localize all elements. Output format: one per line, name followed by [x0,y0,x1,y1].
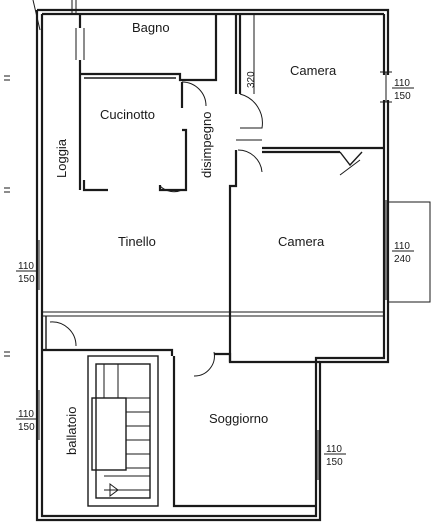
margin-ticks [4,75,10,357]
label-disimpegno: disimpegno [199,112,214,179]
label-loggia: Loggia [54,138,69,178]
label-cucinotto: Cucinotto [100,107,155,122]
label-ballatoio: ballatoio [64,407,79,455]
dim-ballatoio-h: 150 [18,422,35,433]
dimension-labels: 320 110 150 110 240 110 150 110 150 110 … [16,13,414,468]
room-labels: Bagno Camera Cucinotto disimpegno Loggia… [54,20,337,455]
label-camera-mid: Camera [278,234,325,249]
label-tinello: Tinello [118,234,156,249]
staircase [87,355,159,507]
dim-camera-mid-w: 110 [394,241,410,252]
dim-ballatoio-w: 110 [18,409,34,420]
label-bagno: Bagno [132,20,170,35]
dim-tinello-h: 150 [18,274,35,285]
dim-tinello-w: 110 [18,261,34,272]
exterior-walls [32,0,390,522]
label-soggiorno: Soggiorno [209,411,268,426]
windows [38,28,431,480]
dim-320: 320 [246,71,257,88]
dim-camera-top-w: 110 [394,78,410,89]
dim-camera-top-h: 150 [394,91,411,102]
dim-soggiorno-h: 150 [326,457,343,468]
interior-walls [42,14,384,508]
label-camera-top: Camera [290,63,337,78]
dim-soggiorno-w: 110 [326,444,342,455]
doors [49,81,263,377]
dim-camera-mid-h: 240 [394,254,411,265]
